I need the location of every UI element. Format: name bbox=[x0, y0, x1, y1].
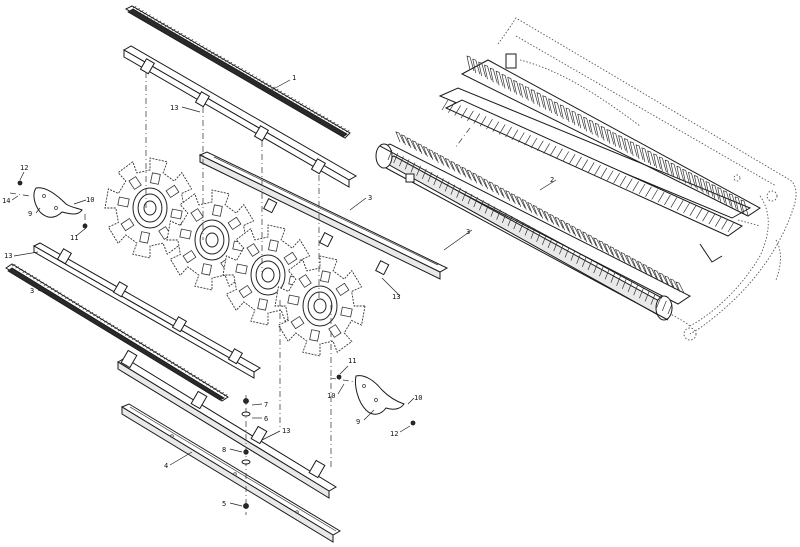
callout-10-right-a: 10 bbox=[327, 392, 335, 400]
alignment-lines bbox=[9, 72, 471, 470]
callout-14: 14 bbox=[2, 197, 10, 205]
callout-12-left: 12 bbox=[20, 164, 28, 172]
callout-9-left: 9 bbox=[28, 210, 32, 218]
callout-4: 4 bbox=[164, 462, 168, 470]
callout-7: 7 bbox=[264, 401, 268, 409]
callout-6: 6 bbox=[264, 415, 268, 423]
callout-11-left: 11 bbox=[70, 234, 78, 242]
callout-labels: 1 2 3 3 3 4 5 6 7 8 9 9 10 10 10 11 11 1… bbox=[2, 74, 554, 508]
toothed-knife-bar-lower bbox=[5, 263, 229, 402]
callout-2: 2 bbox=[550, 176, 554, 184]
rotor-wheel bbox=[274, 255, 366, 357]
callout-8: 8 bbox=[222, 446, 226, 454]
fastener-stack bbox=[241, 395, 251, 515]
angle-bar-left-lower bbox=[32, 242, 261, 379]
angle-bar-upper bbox=[122, 45, 358, 188]
rotor-wheels bbox=[104, 157, 366, 357]
tine-rake-upper bbox=[438, 53, 761, 263]
callout-13-left: 13 bbox=[4, 252, 12, 260]
callout-3-right: 3 bbox=[466, 228, 470, 236]
callout-5: 5 bbox=[222, 500, 226, 508]
toothed-knife-bar-top bbox=[124, 5, 351, 139]
callout-10-left: 10 bbox=[86, 196, 94, 204]
callout-13-bottom: 13 bbox=[282, 427, 290, 435]
side-bracket-right bbox=[336, 374, 416, 426]
callout-1: 1 bbox=[292, 74, 296, 82]
callout-13-middle: 13 bbox=[392, 293, 400, 301]
angle-bar-bottom-tabs bbox=[117, 349, 337, 499]
callout-12-right: 12 bbox=[390, 430, 398, 438]
callout-10-right-b: 10 bbox=[414, 394, 422, 402]
callout-3-middle: 3 bbox=[368, 194, 372, 202]
callout-9-right: 9 bbox=[356, 418, 360, 426]
callout-13-upper: 13 bbox=[170, 104, 178, 112]
callout-11-right: 11 bbox=[348, 357, 356, 365]
tine-rake-lower bbox=[375, 131, 691, 321]
flat-bar-bottom bbox=[120, 403, 341, 543]
leader-lines bbox=[11, 79, 557, 507]
callout-3-left: 3 bbox=[30, 287, 34, 295]
side-bracket-left bbox=[17, 180, 88, 229]
